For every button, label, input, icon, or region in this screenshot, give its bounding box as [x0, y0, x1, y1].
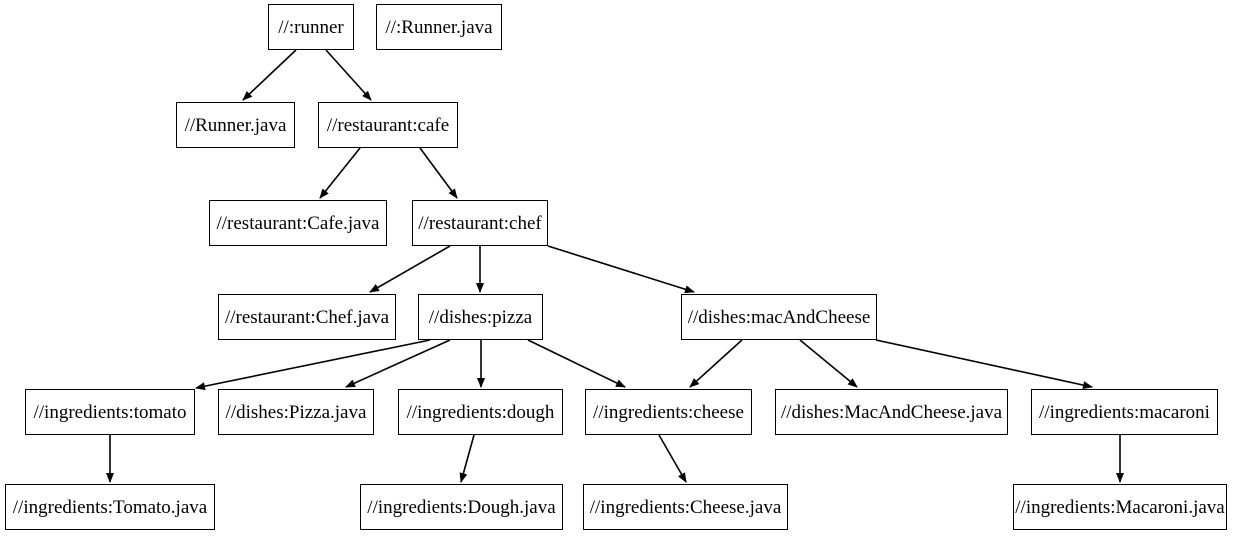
graph-node-ing_macaroni[interactable]: //ingredients:macaroni [1031, 389, 1218, 435]
graph-node-dishes_pizza[interactable]: //dishes:pizza [418, 294, 543, 340]
graph-node-restaurant_chef[interactable]: //restaurant:chef [412, 200, 548, 246]
graph-node-label: //restaurant:Chef.java [224, 306, 390, 328]
graph-node-label: //Runner.java [184, 114, 287, 136]
graph-node-label: //ingredients:Cheese.java [589, 496, 782, 518]
graph-edge-dishes_pizza-to-ing_tomato [195, 339, 431, 391]
graph-node-label: //dishes:MacAndCheese.java [780, 401, 1003, 423]
graph-node-label: //ingredients:Macaroni.java [1015, 496, 1225, 518]
graph-node-ing_tomato[interactable]: //ingredients:tomato [25, 389, 195, 435]
graph-edge-restaurant_chef-to-dishes_mac [547, 245, 695, 294]
graph-node-runner_java[interactable]: //Runner.java [176, 102, 295, 148]
graph-edge-restaurant_cafe-to-restaurant_chef [419, 147, 458, 199]
graph-node-label: //ingredients:tomato [33, 401, 187, 423]
graph-node-label: //ingredients:cheese [593, 401, 744, 423]
graph-node-root_runner_java[interactable]: //:Runner.java [376, 4, 502, 50]
graph-node-label: //restaurant:cafe [326, 114, 450, 136]
graph-edge-runner-to-runner_java [242, 49, 297, 101]
graph-node-label: //:runner [278, 16, 344, 38]
graph-edge-runner-to-restaurant_cafe [325, 49, 372, 101]
graph-node-dishes_mac[interactable]: //dishes:macAndCheese [681, 294, 877, 340]
graph-node-macaroni_java[interactable]: //ingredients:Macaroni.java [1013, 484, 1227, 530]
graph-node-label: //ingredients:dough [406, 401, 555, 423]
graph-node-ing_dough[interactable]: //ingredients:dough [398, 389, 563, 435]
graph-edge-dishes_pizza-to-pizza_java [345, 339, 451, 388]
graph-node-label: //dishes:Pizza.java [225, 401, 367, 423]
graph-node-label: //restaurant:Cafe.java [216, 212, 380, 234]
graph-edge-dishes_mac-to-ing_macaroni [875, 339, 1093, 389]
graph-node-label: //ingredients:Tomato.java [12, 496, 208, 518]
graph-edge-dishes_pizza-to-ing_cheese [527, 339, 626, 388]
graph-edge-dishes_mac-to-ing_cheese [689, 339, 743, 388]
graph-node-label: //:Runner.java [385, 16, 493, 38]
graph-node-cafe_java[interactable]: //restaurant:Cafe.java [209, 200, 387, 246]
graph-edge-ing_cheese-to-cheese_java [658, 434, 687, 483]
graph-node-restaurant_cafe[interactable]: //restaurant:cafe [318, 102, 458, 148]
graph-node-dough_java[interactable]: //ingredients:Dough.java [360, 484, 563, 530]
graph-node-label: //dishes:pizza [428, 306, 533, 328]
graph-node-label: //dishes:macAndCheese [687, 306, 871, 328]
graph-node-mac_java[interactable]: //dishes:MacAndCheese.java [775, 389, 1008, 435]
graph-edge-ing_dough-to-dough_java [459, 434, 475, 483]
graph-node-chef_java[interactable]: //restaurant:Chef.java [218, 294, 396, 340]
graph-node-runner[interactable]: //:runner [268, 4, 354, 50]
graph-node-label: //restaurant:chef [418, 212, 542, 234]
graph-node-pizza_java[interactable]: //dishes:Pizza.java [218, 389, 374, 435]
graph-node-tomato_java[interactable]: //ingredients:Tomato.java [5, 484, 215, 530]
graph-node-label: //ingredients:macaroni [1039, 401, 1210, 423]
graph-node-label: //ingredients:Dough.java [367, 496, 556, 518]
graph-node-cheese_java[interactable]: //ingredients:Cheese.java [583, 484, 788, 530]
graph-edge-restaurant_cafe-to-cafe_java [319, 147, 361, 199]
graph-node-ing_cheese[interactable]: //ingredients:cheese [585, 389, 752, 435]
graph-edge-restaurant_chef-to-chef_java [369, 245, 451, 293]
graph-edge-dishes_mac-to-mac_java [799, 339, 858, 388]
